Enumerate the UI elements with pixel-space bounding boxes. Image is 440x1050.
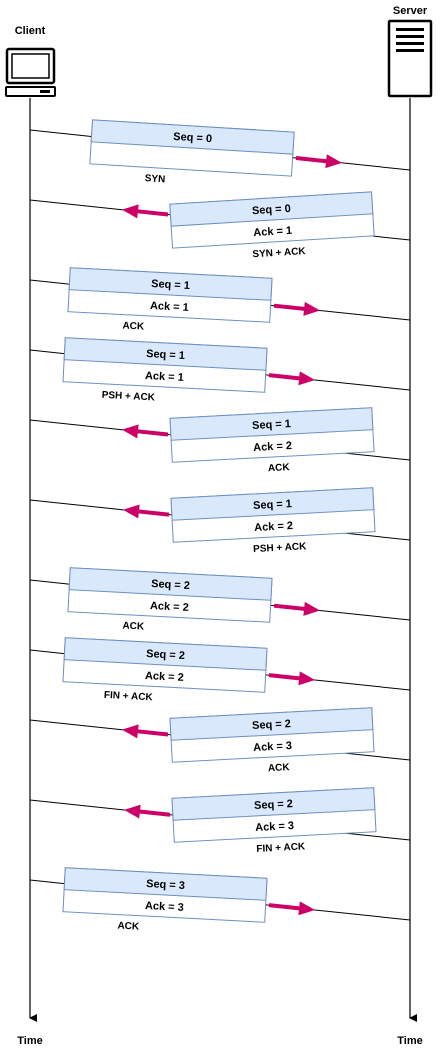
flag-label: ACK xyxy=(117,921,140,933)
arrowhead xyxy=(298,901,315,916)
arrowhead xyxy=(123,504,140,519)
ack-label: Ack = 2 xyxy=(254,520,293,534)
arrow-shaft xyxy=(133,728,169,737)
flag-label: ACK xyxy=(122,621,145,633)
packet-box: Seq = 2 Ack = 3 ACK xyxy=(169,707,375,774)
arrowhead xyxy=(298,371,315,386)
message-list: Seq = 0 SYN Seq = 0 Ack = 1 SYN + ACK Seq = 1… xyxy=(29,119,411,933)
packet-header xyxy=(63,637,268,671)
message-exchange: Seq = 2 Ack = 3 ACK xyxy=(29,707,411,774)
arrow-shaft xyxy=(268,373,304,381)
arrow-shaft xyxy=(295,156,331,164)
seq-label: Seq = 2 xyxy=(252,718,291,732)
arrow-shaft xyxy=(134,509,170,517)
seq-label: Seq = 3 xyxy=(146,878,185,892)
arrow-shaft xyxy=(273,603,309,612)
seq-label: Seq = 0 xyxy=(173,131,212,145)
server-time-label: Time xyxy=(397,1035,422,1047)
arrow-shaft xyxy=(268,903,304,911)
ack-label: Ack = 2 xyxy=(253,440,292,454)
packet-box: Seq = 0 SYN xyxy=(89,119,295,185)
flag-label: PSH + ACK xyxy=(101,390,156,404)
packet-header xyxy=(171,787,376,821)
arrow-shaft xyxy=(133,208,169,217)
computer-icon xyxy=(5,47,56,97)
message-exchange: Seq = 1 Ack = 2 ACK xyxy=(29,407,411,474)
message-exchange: Seq = 2 Ack = 3 FIN + ACK xyxy=(29,787,411,855)
packet-box: Seq = 1 Ack = 1 ACK xyxy=(67,267,273,333)
packet-header xyxy=(63,337,268,371)
seq-label: Seq = 0 xyxy=(252,203,291,217)
flag-label: SYN + ACK xyxy=(252,246,307,260)
message-exchange: Seq = 0 SYN xyxy=(29,119,411,185)
message-exchange: Seq = 2 Ack = 2 ACK xyxy=(29,567,411,633)
ack-label: Ack = 1 xyxy=(253,225,293,239)
ack-label: Ack = 3 xyxy=(255,820,294,834)
ack-label: Ack = 1 xyxy=(145,370,184,384)
packet-header xyxy=(68,267,273,301)
packet-header xyxy=(170,487,375,521)
packet-box: Seq = 2 Ack = 2 FIN + ACK xyxy=(62,637,268,704)
message-exchange: Seq = 0 Ack = 1 SYN + ACK xyxy=(29,191,411,260)
arrow-shaft xyxy=(268,673,304,681)
arrow-shaft xyxy=(273,303,309,312)
packet-box: Seq = 1 Ack = 2 PSH + ACK xyxy=(170,487,376,555)
packet-box: Seq = 1 Ack = 2 ACK xyxy=(169,407,375,474)
arrowhead xyxy=(298,671,315,686)
client-time-label: Time xyxy=(17,1035,42,1047)
ack-label: Ack = 3 xyxy=(253,740,292,754)
flag-label: ACK xyxy=(268,462,291,474)
packet-header xyxy=(169,407,374,441)
flag-label: ACK xyxy=(268,762,291,774)
arrowhead xyxy=(122,424,139,439)
arrowhead xyxy=(122,204,139,219)
packet-box: Seq = 1 Ack = 1 PSH + ACK xyxy=(62,337,268,404)
seq-label: Seq = 2 xyxy=(151,578,190,592)
flag-label: SYN xyxy=(144,173,165,185)
flag-label: PSH + ACK xyxy=(253,541,308,555)
arrow-shaft xyxy=(135,809,171,817)
arrowhead xyxy=(303,601,320,616)
ack-label: Ack = 2 xyxy=(145,670,184,684)
seq-label: Seq = 2 xyxy=(146,648,185,662)
ack-label: Ack = 3 xyxy=(145,900,184,914)
client-label: Client xyxy=(15,25,46,37)
server-icon xyxy=(387,19,433,98)
message-exchange: Seq = 3 Ack = 3 ACK xyxy=(29,867,411,933)
message-exchange: Seq = 1 Ack = 1 ACK xyxy=(29,267,411,333)
arrowhead xyxy=(124,804,141,819)
message-exchange: Seq = 2 Ack = 2 FIN + ACK xyxy=(29,637,411,704)
ack-label: Ack = 1 xyxy=(150,300,189,314)
message-exchange: Seq = 1 Ack = 1 PSH + ACK xyxy=(29,337,411,404)
ack-label: Ack = 2 xyxy=(150,600,189,614)
packet-box: Seq = 2 Ack = 3 FIN + ACK xyxy=(171,787,377,855)
arrowhead xyxy=(122,724,139,739)
flag-label: FIN + ACK xyxy=(104,690,154,704)
packet-box: Seq = 3 Ack = 3 ACK xyxy=(62,867,268,933)
server-label: Server xyxy=(393,5,428,17)
packet-header xyxy=(68,567,273,601)
packet-box: Seq = 0 Ack = 1 SYN + ACK xyxy=(169,191,375,260)
seq-label: Seq = 1 xyxy=(253,498,292,512)
packet-header xyxy=(90,119,295,155)
seq-label: Seq = 2 xyxy=(254,798,293,812)
seq-label: Seq = 1 xyxy=(151,278,190,292)
arrowhead xyxy=(303,301,320,316)
arrow-shaft xyxy=(133,428,169,437)
flag-label: FIN + ACK xyxy=(256,841,306,855)
seq-label: Seq = 1 xyxy=(252,418,291,432)
seq-label: Seq = 1 xyxy=(146,348,185,362)
message-exchange: Seq = 1 Ack = 2 PSH + ACK xyxy=(29,487,411,555)
packet-header xyxy=(169,707,374,741)
packet-box: Seq = 2 Ack = 2 ACK xyxy=(67,567,273,633)
packet-header xyxy=(169,191,374,227)
arrowhead xyxy=(325,154,342,169)
packet-header xyxy=(63,867,268,901)
flag-label: ACK xyxy=(122,321,145,333)
